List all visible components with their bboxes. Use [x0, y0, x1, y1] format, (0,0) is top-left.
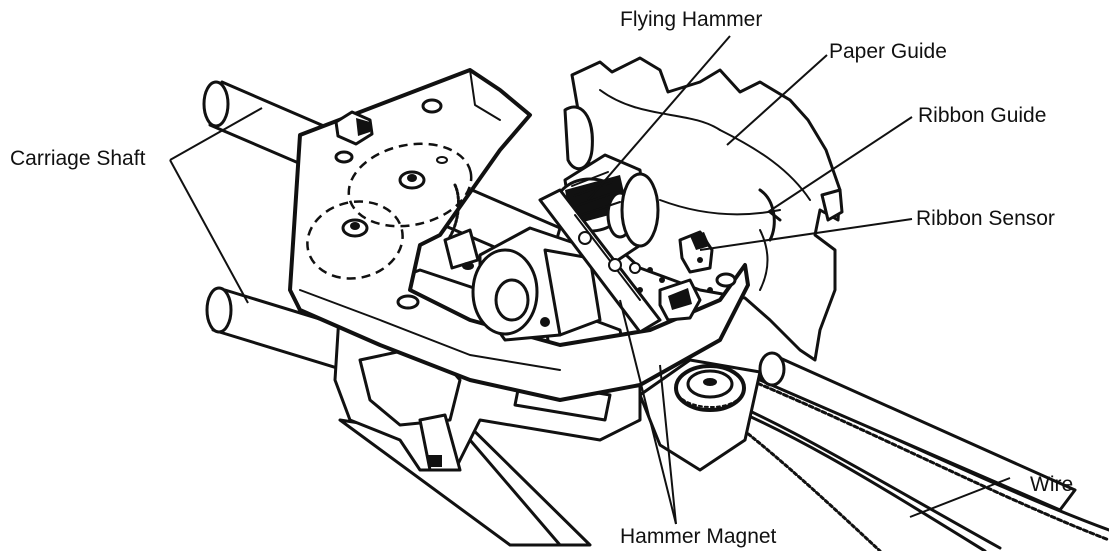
leader-hammer-magnet-2 [659, 364, 677, 525]
paper-guide-plate [563, 56, 842, 362]
leader-wire [909, 477, 1011, 518]
leader-carriage-shaft-upper [169, 107, 263, 161]
sensor-bracket [637, 257, 713, 322]
ribbon-sensor [678, 230, 714, 274]
leader-ribbon-guide [767, 116, 913, 213]
label-hammer-magnet: Hammer Magnet [620, 525, 777, 548]
leader-lines [169, 35, 1011, 525]
cable-pulley-bracket [638, 358, 762, 472]
leader-flying-hammer [587, 35, 731, 201]
label-paper-guide: Paper Guide [829, 40, 947, 63]
label-wire: Wire [1030, 473, 1073, 496]
hammer-magnet-block [443, 226, 602, 342]
label-ribbon-guide: Ribbon Guide [918, 104, 1046, 127]
label-flying-hammer: Flying Hammer [620, 8, 762, 31]
ribbon-guide-hook [758, 188, 844, 242]
label-carriage-shaft: Carriage Shaft [10, 147, 146, 170]
label-ribbon-sensor: Ribbon Sensor [916, 207, 1055, 230]
leader-carriage-shaft-lower [169, 159, 249, 304]
leader-ribbon-sensor [699, 218, 913, 251]
flying-hammer [538, 153, 662, 334]
rear-guide-rail [758, 351, 1077, 512]
leader-paper-guide [726, 54, 828, 146]
leader-hammer-magnet-1 [619, 299, 677, 525]
